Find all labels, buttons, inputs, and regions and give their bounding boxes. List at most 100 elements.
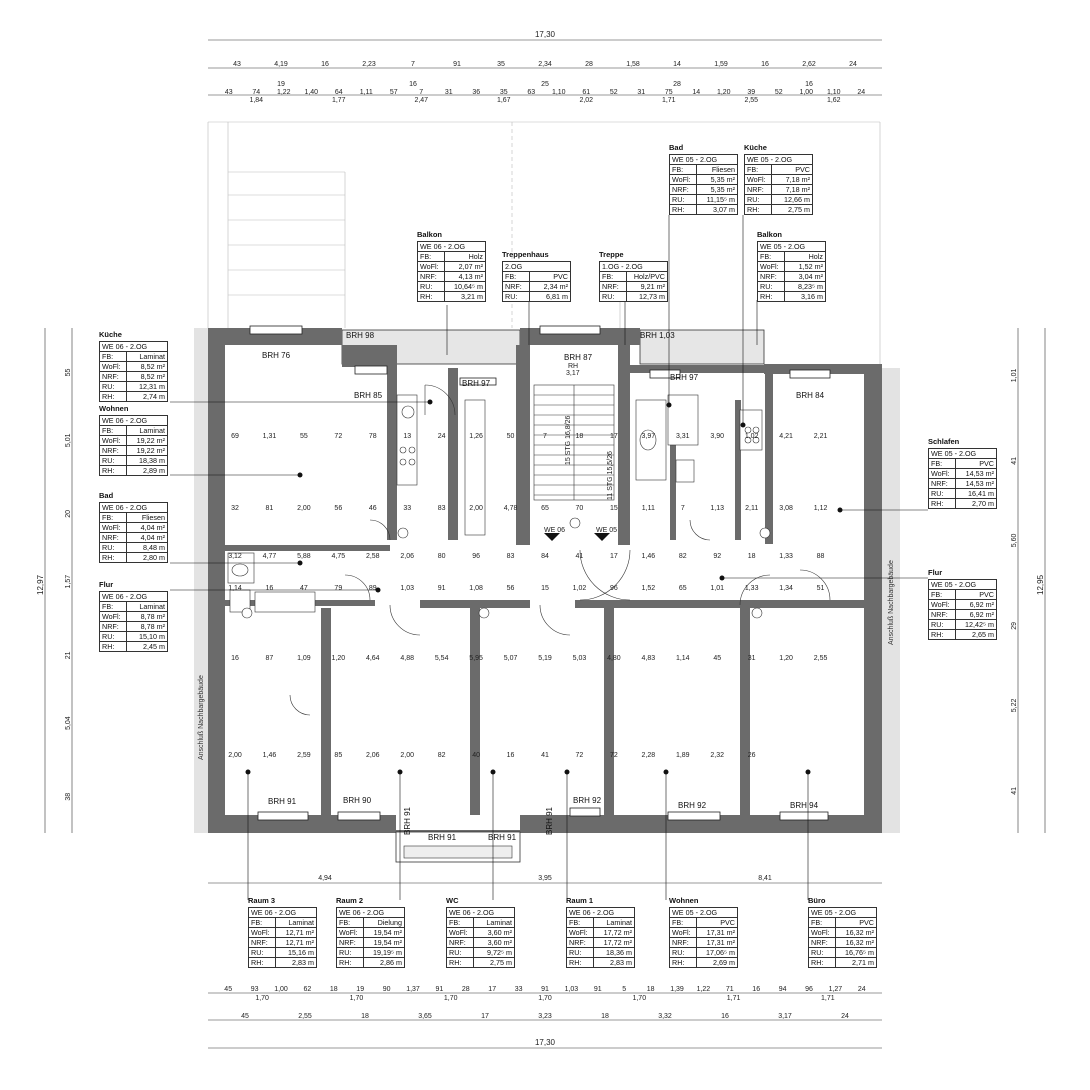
room-value: Fliesen <box>696 164 738 175</box>
dimension-label: 16 <box>752 986 760 993</box>
room-unit: WE 05 - 2.OG <box>928 579 997 590</box>
room-value: 17,06⁵ m <box>696 947 738 958</box>
dimension-label: 90 <box>383 986 391 993</box>
room-value: 15,10 m <box>126 631 168 642</box>
dimension-label: 1,33 <box>745 585 759 592</box>
room-key: NRF: <box>99 371 127 382</box>
room-value: PVC <box>955 589 997 600</box>
room-key: FB: <box>757 251 785 262</box>
room-title: Balkon <box>417 230 443 239</box>
dimension-label: 5,07 <box>504 655 518 662</box>
room-key: RU: <box>99 631 127 642</box>
dimension-label: 3,23 <box>538 1013 552 1020</box>
dimension-label: 57 <box>390 89 398 96</box>
room-title: Büro <box>808 896 826 905</box>
dimension-label: 84 <box>541 553 549 560</box>
room-value: Laminat <box>126 601 168 612</box>
room-value: 19,54 m² <box>363 937 405 948</box>
stair-arrow-we06 <box>544 533 560 541</box>
dimension-label: 2,02 <box>579 97 593 104</box>
dimension-label: 16 <box>761 61 769 68</box>
dimension-label: 1,31 <box>263 433 277 440</box>
dimension-label: 46 <box>369 505 377 512</box>
room-value: PVC <box>529 271 571 282</box>
rh-label: RH <box>568 363 578 370</box>
dimension-label: 16 <box>321 61 329 68</box>
dimension-label: 32 <box>231 505 239 512</box>
dimension-label: 16 <box>507 752 515 759</box>
room-value: 19,54 m² <box>363 927 405 938</box>
dimension-label: 5 <box>622 986 626 993</box>
dimension-label: 56 <box>334 505 342 512</box>
brh-85: BRH 85 <box>354 391 383 400</box>
door-label-we05: WE 05 <box>596 527 617 534</box>
dimension-label: 2,58 <box>366 553 380 560</box>
room-key: RU: <box>99 542 127 553</box>
room-value: 2,83 m <box>593 957 635 968</box>
room-value: 12,66 m <box>771 194 813 205</box>
room-value: 4,04 m² <box>126 532 168 543</box>
dimension-label: 1,46 <box>642 553 656 560</box>
dimension-label: 18 <box>601 1013 609 1020</box>
dimension-label: 5,54 <box>435 655 449 662</box>
dimension-label: 40 <box>472 752 480 759</box>
brh-76: BRH 76 <box>262 351 291 360</box>
room-value: 2,80 m <box>126 552 168 563</box>
room-unit: 1.OG - 2.OG <box>599 261 668 272</box>
dimension-label: 1,22 <box>277 89 291 96</box>
room-key: FB: <box>99 425 127 436</box>
dimension-label: 80 <box>438 553 446 560</box>
room-key: RH: <box>928 629 956 640</box>
dimension-label: 56 <box>507 585 515 592</box>
room-value: 19,22 m² <box>126 445 168 456</box>
room-unit: WE 06 - 2.OG <box>99 502 168 513</box>
room-unit: WE 06 - 2.OG <box>446 907 515 918</box>
room-value: 8,78 m² <box>126 611 168 622</box>
dimension-label: 16 <box>721 1013 729 1020</box>
dimension-label: 1,27 <box>829 986 843 993</box>
room-value: 2,74 m <box>126 391 168 402</box>
room-key: FB: <box>928 589 956 600</box>
room-value: Holz <box>444 251 486 262</box>
room-title: Küche <box>99 330 122 339</box>
dimension-label: 14 <box>692 89 700 96</box>
room-title: Raum 1 <box>566 896 594 905</box>
room-value: 6,92 m² <box>955 609 997 620</box>
room-value: 2,69 m <box>696 957 738 968</box>
room-value: 18,38 m <box>126 455 168 466</box>
room-value: 3,16 m <box>784 291 826 302</box>
dimension-label: 2,06 <box>366 752 380 759</box>
room-title: WC <box>446 896 459 905</box>
room-value: Laminat <box>593 917 635 928</box>
room-value: 8,78 m² <box>126 621 168 632</box>
room-key: WoFl: <box>566 927 594 938</box>
room-value: 2,86 m <box>363 957 405 968</box>
dimension-label: 39 <box>747 89 755 96</box>
room-unit: WE 05 - 2.OG <box>669 154 738 165</box>
room-key: FB: <box>808 917 836 928</box>
dimension-label: 1,01 <box>710 585 724 592</box>
dimension-label: 65 <box>679 585 687 592</box>
room-key: RH: <box>417 291 445 302</box>
dimension-label: 82 <box>438 752 446 759</box>
room-unit: WE 06 - 2.OG <box>248 907 317 918</box>
dimension-label: 16 <box>409 81 417 88</box>
brh-94: BRH 94 <box>790 801 819 810</box>
dimension-label: 1,70 <box>255 995 269 1002</box>
fixtures <box>227 394 771 619</box>
room-unit: 2.OG <box>502 261 571 272</box>
dimension-label: 1,84 <box>249 97 263 104</box>
room-key: RU: <box>808 947 836 958</box>
room-value: 2,65 m <box>955 629 997 640</box>
room-value: 8,23⁵ m <box>784 281 826 292</box>
room-key: RH: <box>744 204 772 215</box>
room-key: WoFl: <box>744 174 772 185</box>
dimension-label: 1,33 <box>779 553 793 560</box>
dimension-label: 1,08 <box>469 585 483 592</box>
dimension-label: 2,23 <box>362 61 376 68</box>
dimension-label: 2,28 <box>642 752 656 759</box>
dimension-label: 18 <box>647 986 655 993</box>
